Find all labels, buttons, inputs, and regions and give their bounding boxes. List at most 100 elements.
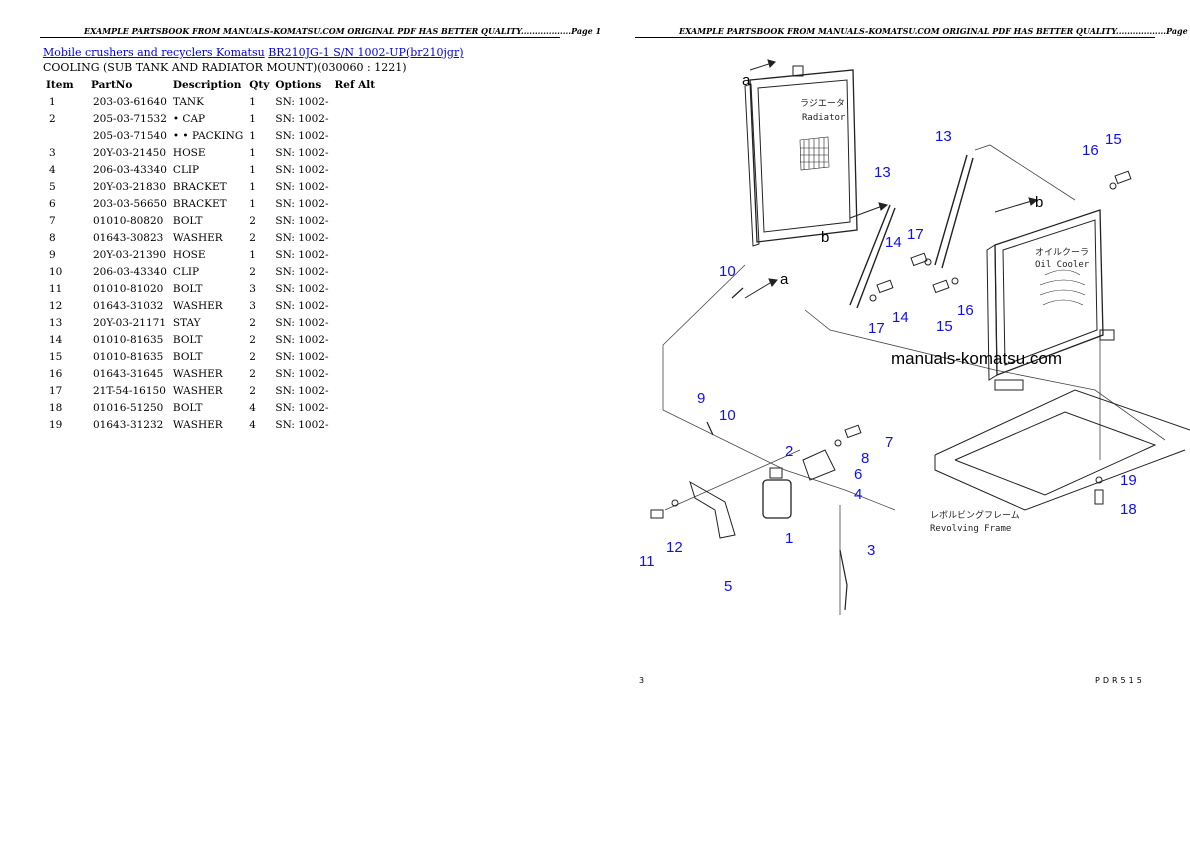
direction-arrows xyxy=(744,59,1039,299)
parts-table: Item PartNo Description Qty Options Ref … xyxy=(43,76,378,433)
cell-description: WASHER xyxy=(172,418,223,431)
cell-qty: 4 xyxy=(249,401,256,414)
cell-refalt xyxy=(332,331,379,348)
callout-6: 6 xyxy=(854,466,862,483)
hoses xyxy=(706,287,848,611)
callout-numbers: 1 2 3 4 5 6 7 8 9 10 10 11 12 13 13 14 1… xyxy=(639,128,1137,595)
cell-description: CLIP xyxy=(172,265,200,278)
cell-options: SN: 1002- xyxy=(275,129,329,142)
header-divider xyxy=(40,37,560,38)
exploded-parts-diagram: ラジエータ Radiator オイルクーラ Oil Cooler レボルビングフ… xyxy=(639,59,1190,615)
cell-item: 12 xyxy=(49,299,63,312)
breadcrumb-link-category[interactable]: Mobile crushers and recyclers Komatsu xyxy=(43,46,265,59)
cell-description: BRACKET xyxy=(172,197,227,210)
cell-item: 18 xyxy=(49,401,63,414)
callout-17: 17 xyxy=(907,226,924,243)
page-header: EXAMPLE PARTSBOOK FROM MANUALS-KOMATSU.C… xyxy=(84,26,602,36)
cell-refalt xyxy=(332,297,379,314)
oil-cooler-label-jp: オイルクーラ xyxy=(1035,247,1089,258)
cell-qty: 2 xyxy=(249,265,256,278)
callout-14: 14 xyxy=(892,309,909,326)
cell-options: SN: 1002- xyxy=(275,265,329,278)
cell-partno: 205-03-71540 xyxy=(93,129,167,142)
cell-item: 13 xyxy=(49,316,63,329)
arrow-label-a: a xyxy=(742,72,751,89)
cell-description: WASHER xyxy=(172,384,223,397)
cell-description: HOSE xyxy=(172,248,206,261)
cell-qty: 2 xyxy=(249,231,256,244)
cell-qty: 1 xyxy=(249,197,256,210)
cell-item: 19 xyxy=(49,418,63,431)
cell-qty: 2 xyxy=(249,384,256,397)
cell-options: SN: 1002- xyxy=(275,214,329,227)
callout-19: 19 xyxy=(1120,472,1137,489)
cell-partno: 01010-81020 xyxy=(93,282,164,295)
cell-refalt xyxy=(332,280,379,297)
callout-13: 13 xyxy=(935,128,952,145)
cell-options: SN: 1002- xyxy=(275,146,329,159)
callout-14: 14 xyxy=(885,234,902,251)
cell-description: BOLT xyxy=(172,401,203,414)
table-header-row: Item PartNo Description Qty Options Ref … xyxy=(43,76,378,93)
cell-qty: 3 xyxy=(249,282,256,295)
cell-options: SN: 1002- xyxy=(275,418,329,431)
cell-item: 15 xyxy=(49,350,63,363)
section-title: COOLING (SUB TANK AND RADIATOR MOUNT)(03… xyxy=(43,61,407,74)
radiator-label-en: Radiator xyxy=(802,113,846,123)
cell-item: 4 xyxy=(49,163,56,176)
cell-qty: 1 xyxy=(249,248,256,261)
cell-refalt xyxy=(332,229,379,246)
cell-refalt xyxy=(332,110,379,127)
cell-description: WASHER xyxy=(172,299,223,312)
footer-code: PDR515 xyxy=(1095,676,1145,685)
callout-4: 4 xyxy=(854,486,862,503)
cell-options: SN: 1002- xyxy=(275,282,329,295)
revolving-frame: レボルビングフレーム Revolving Frame xyxy=(930,389,1190,534)
cell-qty: 2 xyxy=(249,214,256,227)
cell-partno: 01010-80820 xyxy=(93,214,164,227)
callout-10: 10 xyxy=(719,263,736,280)
col-header-description: Description xyxy=(172,78,242,91)
col-header-item: Item xyxy=(46,78,74,91)
cell-description: BOLT xyxy=(172,333,203,346)
cell-partno: 01643-30823 xyxy=(93,231,164,244)
cell-refalt xyxy=(332,178,379,195)
arrow-label-b: b xyxy=(821,229,829,246)
callout-5: 5 xyxy=(724,578,732,595)
cell-qty: 2 xyxy=(249,350,256,363)
bracket xyxy=(689,449,836,539)
cell-item: 2 xyxy=(49,112,56,125)
cell-item: 16 xyxy=(49,367,63,380)
cell-options: SN: 1002- xyxy=(275,197,329,210)
callout-2: 2 xyxy=(785,443,793,460)
cell-partno: 203-03-61640 xyxy=(93,95,167,108)
cell-refalt xyxy=(332,263,379,280)
callout-16: 16 xyxy=(957,302,974,319)
cell-partno: 20Y-03-21830 xyxy=(93,180,166,193)
breadcrumb-link-model[interactable]: BR210JG-1 S/N 1002-UP(br210jgr) xyxy=(268,46,464,59)
cell-options: SN: 1002- xyxy=(275,333,329,346)
cell-options: SN: 1002- xyxy=(275,95,329,108)
cell-refalt xyxy=(332,365,379,382)
cell-description: WASHER xyxy=(172,231,223,244)
assembly-guide-lines xyxy=(662,144,1166,615)
cell-item: 9 xyxy=(49,248,56,261)
col-header-qty: Qty xyxy=(249,78,270,91)
cell-partno: 01010-81635 xyxy=(93,350,164,363)
cell-options: SN: 1002- xyxy=(275,180,329,193)
cell-refalt xyxy=(332,399,379,416)
radiator-assembly: ラジエータ Radiator xyxy=(744,65,858,247)
cell-refalt xyxy=(332,314,379,331)
cell-options: SN: 1002- xyxy=(275,299,329,312)
